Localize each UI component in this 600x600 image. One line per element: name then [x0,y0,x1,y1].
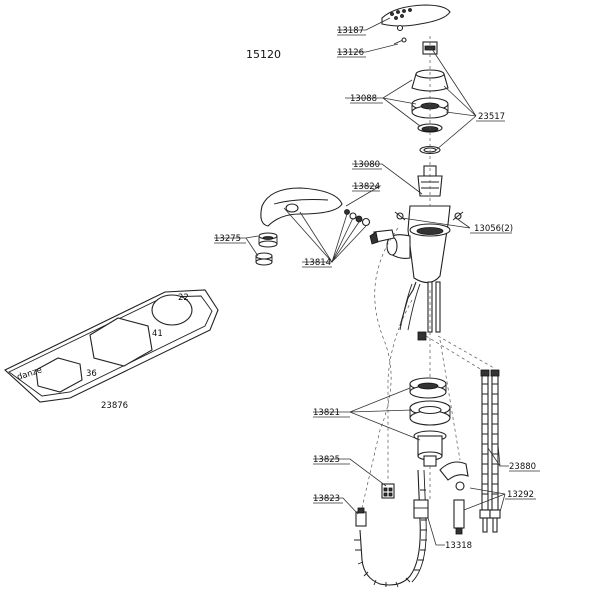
quick-connect [413,499,429,519]
label-13126: 13126 [337,48,364,58]
handle-lever [381,4,451,27]
hose-end-fitting [355,507,367,527]
mounting-washer [409,400,451,426]
label-23880: 23880 [509,462,536,472]
spray-head [260,187,343,227]
label-13088: 13088 [350,94,377,104]
label-23876: 23876 [101,401,128,411]
label-13275: 13275 [214,234,241,244]
spray-head-washers [344,209,371,227]
hose-weight [453,499,465,535]
label-13821: 13821 [313,408,340,418]
supply-hoses [480,369,500,511]
label-13292: 13292 [507,490,534,500]
supply-hose-nuts [479,509,501,533]
outlet-hoses [399,281,441,341]
wrench-size-small: 36 [86,369,97,379]
part-labels: 13187 13126 13088 23517 13080 13824 1327… [101,26,540,551]
spray-guide-clip [439,461,469,491]
label-13080: 13080 [353,160,380,170]
mounting-nut [409,377,447,399]
installation-wrench: 22 41 36 danze [4,289,219,403]
label-13824: 13824 [353,182,380,192]
hose-connector [369,229,395,245]
hex-key [393,37,407,45]
hose-weight-bracket [381,483,395,499]
aerator-housing [255,252,273,266]
label-13814: 13814 [304,258,331,268]
label-13056: 13056(2) [474,224,513,234]
label-13187: 13187 [337,26,364,36]
assembly-center-lines [361,36,495,509]
retaining-ring [417,123,443,133]
label-23517: 23517 [478,112,505,122]
label-13318: 13318 [445,541,472,551]
drawing-number: 15120 [246,48,281,61]
wrench-size-large: 22 [178,293,189,303]
wrench-size-medium: 41 [152,329,163,339]
leader-lines [214,17,509,546]
aerator [258,232,278,248]
label-13825: 13825 [313,455,340,465]
base-gasket [413,430,447,467]
faucet-body [386,205,451,284]
set-screw [396,24,404,32]
label-13823: 13823 [313,494,340,504]
